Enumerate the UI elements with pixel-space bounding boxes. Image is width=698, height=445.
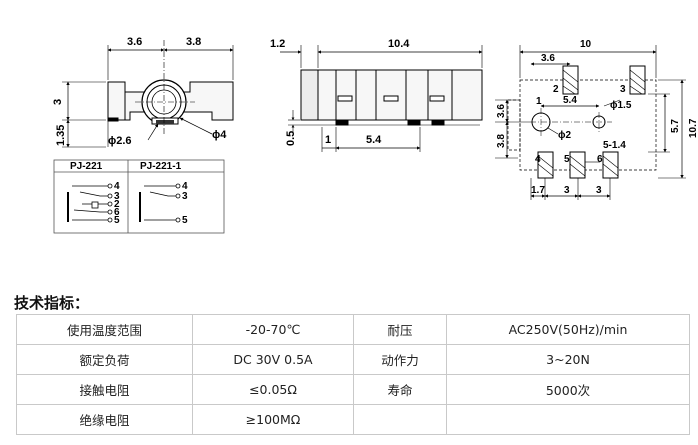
fp-pin-5: 5 [564,154,570,165]
front-view [62,40,234,148]
front-dim-3-6: 3.6 [127,36,142,48]
schematic-pin-4-r: 4 [182,181,188,192]
side-dim-1-2: 1.2 [270,38,285,50]
spec-label: 使用温度范围 [16,314,193,345]
schematic-header-pj221-1: PJ-221-1 [140,161,182,172]
table-row: 接触电阻 ≤0.05Ω 寿命 5000次 [16,374,690,405]
front-dim-3: 3 [52,99,64,105]
spec-value: ≤0.05Ω [192,374,354,405]
schematic-pin-4: 4 [114,181,120,192]
fp-dim-3-6-left: 3.6 [496,104,507,118]
side-dim-0-5: 0.5 [285,131,297,146]
schematic-pin-6: 6 [114,207,120,218]
fp-pin-4: 4 [535,154,541,165]
spec-label: 寿命 [353,374,447,405]
fp-dim-1-7: 1.7 [531,185,545,196]
fp-pin-1: 1 [536,96,542,107]
pin-schematic [53,159,225,234]
fp-pin-3: 3 [620,84,626,95]
schematic-header-pj221: PJ-221 [70,161,103,172]
spec-heading: 技术指标： [14,294,90,312]
front-callout-d2-6: ϕ2.6 [108,135,132,147]
spec-label: 额定负荷 [16,344,193,375]
fp-dim-5-4: 5.4 [563,95,577,106]
fp-dim-10: 10 [580,39,592,50]
schematic-pin-5-r: 5 [182,215,188,226]
spec-value: AC250V(50Hz)/min [446,314,690,345]
spec-label: 耐压 [353,314,447,345]
schematic-pin-3-r: 3 [182,191,188,202]
fp-dim-5-7: 5.7 [670,119,681,133]
front-dim-1-35: 1.35 [55,125,67,146]
spec-label: 接触电阻 [16,374,193,405]
spec-value: ≥100MΩ [192,404,354,435]
schematic-pin-5: 5 [114,215,120,226]
spec-value [446,404,690,435]
spec-label: 动作力 [353,344,447,375]
table-row: 使用温度范围 -20-70℃ 耐压 AC250V(50Hz)/min [16,314,690,345]
table-row: 额定负荷 DC 30V 0.5A 动作力 3~20N [16,344,690,375]
front-dim-3-8: 3.8 [186,36,201,48]
fp-dim-3-8-left: 3.8 [496,134,507,148]
fp-dim-d1-5: ϕ1.5 [610,100,632,111]
footprint-view [495,45,686,200]
spec-label [353,404,447,435]
table-row: 绝缘电阻 ≥100MΩ [16,404,690,435]
side-dim-10-4: 10.4 [388,38,410,50]
front-callout-d4: ϕ4 [212,129,227,141]
schematic-pin-3: 3 [114,191,120,202]
spec-value: 5000次 [446,374,690,405]
fp-dim-3-6-top: 3.6 [541,53,555,64]
fp-dim-5-1-4: 5-1.4 [603,140,626,151]
spec-value: -20-70℃ [192,314,354,345]
fp-pin-2: 2 [553,84,559,95]
fp-dim-3-b: 3 [596,185,602,196]
spec-value: 3~20N [446,344,690,375]
side-view [280,45,483,152]
side-dim-1: 1 [325,134,331,146]
fp-pin-6: 6 [597,154,603,165]
fp-dim-10-7: 10.7 [688,118,698,138]
technical-drawing: 3.6 3.8 3 1.35 ϕ2.6 ϕ4 [52,36,698,234]
schematic-pin-2: 2 [114,199,120,210]
spec-table: 使用温度范围 -20-70℃ 耐压 AC250V(50Hz)/min 额定负荷 … [16,314,690,435]
side-dim-5-4: 5.4 [366,134,382,146]
spec-label: 绝缘电阻 [16,404,193,435]
fp-dim-3-a: 3 [564,185,570,196]
spec-value: DC 30V 0.5A [192,344,354,375]
fp-dim-d2: ϕ2 [558,130,571,141]
